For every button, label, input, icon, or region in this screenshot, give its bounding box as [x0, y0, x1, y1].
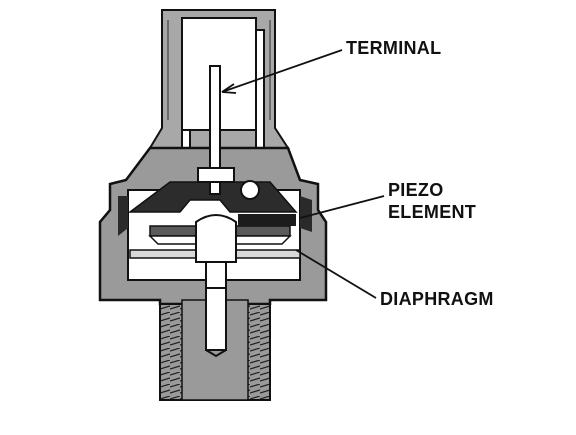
diaphragm-label: DIAPHRAGM [380, 289, 494, 309]
leader-lines [221, 49, 385, 299]
piezo-leader-line [299, 195, 385, 219]
threaded-port [159, 287, 271, 401]
diaphragm-leader-line [295, 249, 377, 299]
diaphragm [129, 214, 301, 289]
terminal-pin [197, 65, 260, 200]
piezo-element-label-line1: PIEZO [388, 180, 444, 200]
terminal-leader-arrow [221, 83, 237, 94]
terminal-leader-line [221, 49, 343, 93]
terminal-label: TERMINAL [346, 38, 442, 58]
piezo-element-label-line2: ELEMENT [388, 202, 477, 222]
